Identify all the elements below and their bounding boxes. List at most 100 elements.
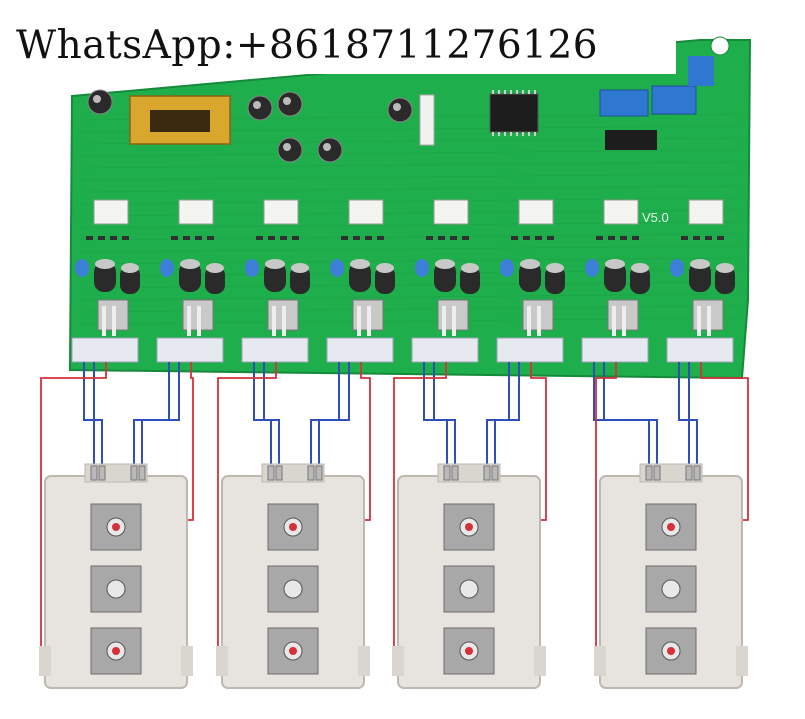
- capacitor-top: [435, 259, 455, 269]
- header-connector: [419, 94, 435, 146]
- terminal-contact: [465, 523, 473, 531]
- capacitor: [87, 89, 113, 115]
- optocoupler: [688, 199, 724, 225]
- transistor-leg: [272, 306, 276, 336]
- gate-pin: [98, 465, 106, 481]
- smd-resistor: [280, 236, 287, 240]
- pcb-trace: [79, 185, 741, 193]
- capacitor-top: [546, 263, 564, 273]
- electrolytic-capacitor: [120, 266, 140, 294]
- blue-capacitor: [415, 259, 429, 277]
- capacitor: [387, 97, 413, 123]
- smd-resistor: [256, 236, 263, 240]
- transistor-leg: [282, 306, 286, 336]
- igbt-module: [392, 463, 546, 689]
- capacitor: [277, 91, 303, 117]
- capacitor: [277, 137, 303, 163]
- driver-channel: [241, 199, 310, 363]
- output-connector: [411, 337, 479, 363]
- gate-wire: [93, 362, 103, 468]
- terminal-contact: [112, 647, 120, 655]
- capacitor-top: [95, 259, 115, 269]
- transistor-leg: [197, 306, 201, 336]
- terminal-contact: [289, 647, 297, 655]
- gate-pin: [491, 465, 499, 481]
- transistor-leg: [187, 306, 191, 336]
- igbt-module: [39, 463, 193, 689]
- terminal-screw: [661, 579, 681, 599]
- terminal-contact: [667, 647, 675, 655]
- pcb-board: [68, 36, 752, 380]
- chip-pin: [516, 90, 518, 94]
- chip-pin: [522, 90, 524, 94]
- capacitor-top: [716, 263, 734, 273]
- terminal-screw: [106, 579, 126, 599]
- terminal-screw: [459, 579, 479, 599]
- chip-pin: [492, 90, 494, 94]
- blue-capacitor: [75, 259, 89, 277]
- electrolytic-capacitor: [264, 262, 286, 292]
- optocoupler: [603, 199, 639, 225]
- output-connector: [156, 337, 224, 363]
- version-label: V5.0: [642, 210, 669, 225]
- smd-resistor: [365, 236, 372, 240]
- electrolytic-capacitor: [349, 262, 371, 292]
- terminal-contact: [465, 647, 473, 655]
- gate-wire: [133, 362, 170, 468]
- output-connector: [496, 337, 564, 363]
- transistor-leg: [112, 306, 116, 336]
- transistor-leg: [442, 306, 446, 336]
- blue-capacitor: [160, 259, 174, 277]
- logic-ic: [605, 130, 657, 150]
- trimmer: [688, 56, 714, 86]
- optocoupler: [93, 199, 129, 225]
- relay-block: [651, 85, 697, 115]
- smd-resistor: [596, 236, 603, 240]
- driver-channel: [71, 199, 140, 363]
- gate-pin: [645, 465, 653, 481]
- capacitor-top: [631, 263, 649, 273]
- smd-resistor: [195, 236, 202, 240]
- chip-pin: [498, 90, 500, 94]
- chip-pin: [510, 90, 512, 94]
- transistor-leg: [697, 306, 701, 336]
- pcb-trace: [79, 173, 741, 181]
- gate-pin: [693, 465, 701, 481]
- smd-resistor: [98, 236, 105, 240]
- smd-resistor: [717, 236, 724, 240]
- driver-channel: [496, 199, 565, 363]
- pcb-trace: [79, 149, 741, 157]
- smd-resistor: [462, 236, 469, 240]
- gate-pin: [267, 465, 275, 481]
- transistor-leg: [367, 306, 371, 336]
- capacitor-top: [690, 259, 710, 269]
- electrolytic-capacitor: [179, 262, 201, 292]
- electrolytic-capacitor: [460, 266, 480, 294]
- igbt-mount-ear: [358, 646, 370, 676]
- driver-channel: [156, 199, 225, 363]
- igbt-mount-ear: [181, 646, 193, 676]
- gate-pin: [315, 465, 323, 481]
- blue-capacitor: [500, 259, 514, 277]
- transistor-leg: [537, 306, 541, 336]
- gate-wire: [433, 362, 456, 468]
- driver-channels: [71, 199, 735, 363]
- pcb-trace: [79, 161, 741, 169]
- optocoupler: [263, 199, 299, 225]
- capacitor-top: [350, 259, 370, 269]
- chip-pin: [534, 132, 536, 136]
- transistor-leg: [357, 306, 361, 336]
- gate-wire: [678, 362, 690, 468]
- transformer-core: [150, 110, 210, 132]
- gate-pin: [443, 465, 451, 481]
- capacitor-top: [206, 263, 224, 273]
- driver-channel: [411, 199, 480, 363]
- chip-pin: [528, 90, 530, 94]
- capacitor-top: [461, 263, 479, 273]
- capacitor-top: [93, 95, 101, 103]
- output-connector: [71, 337, 139, 363]
- smd-resistor: [353, 236, 360, 240]
- transistor-leg: [102, 306, 106, 336]
- terminal-contact: [112, 523, 120, 531]
